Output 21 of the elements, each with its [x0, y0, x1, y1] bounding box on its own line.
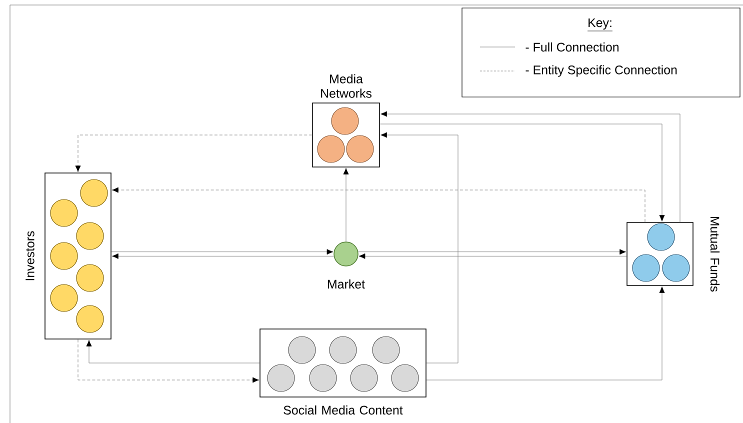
arrow	[111, 249, 334, 255]
node-label: Social Media Content	[284, 405, 403, 415]
arrow	[78, 339, 259, 383]
arrow	[75, 134, 312, 172]
arrow	[343, 168, 349, 242]
arrow	[358, 253, 627, 259]
arrow	[380, 132, 458, 364]
arrow	[86, 340, 260, 364]
legend-heading: Key:	[587, 18, 613, 32]
node-label: Media Networks	[321, 74, 372, 98]
node-label: Mutual Funds	[710, 216, 720, 292]
node-label: Market	[328, 279, 365, 289]
legend-text: - Entity Specific Connection	[526, 65, 677, 77]
arrow	[426, 286, 665, 380]
arrow	[112, 253, 334, 259]
legend-text: - Full Connection	[526, 42, 618, 52]
arrow	[112, 187, 646, 222]
arrow	[380, 124, 665, 222]
node-label: Investors	[26, 231, 34, 280]
arrow	[380, 111, 680, 222]
arrow	[358, 249, 626, 255]
